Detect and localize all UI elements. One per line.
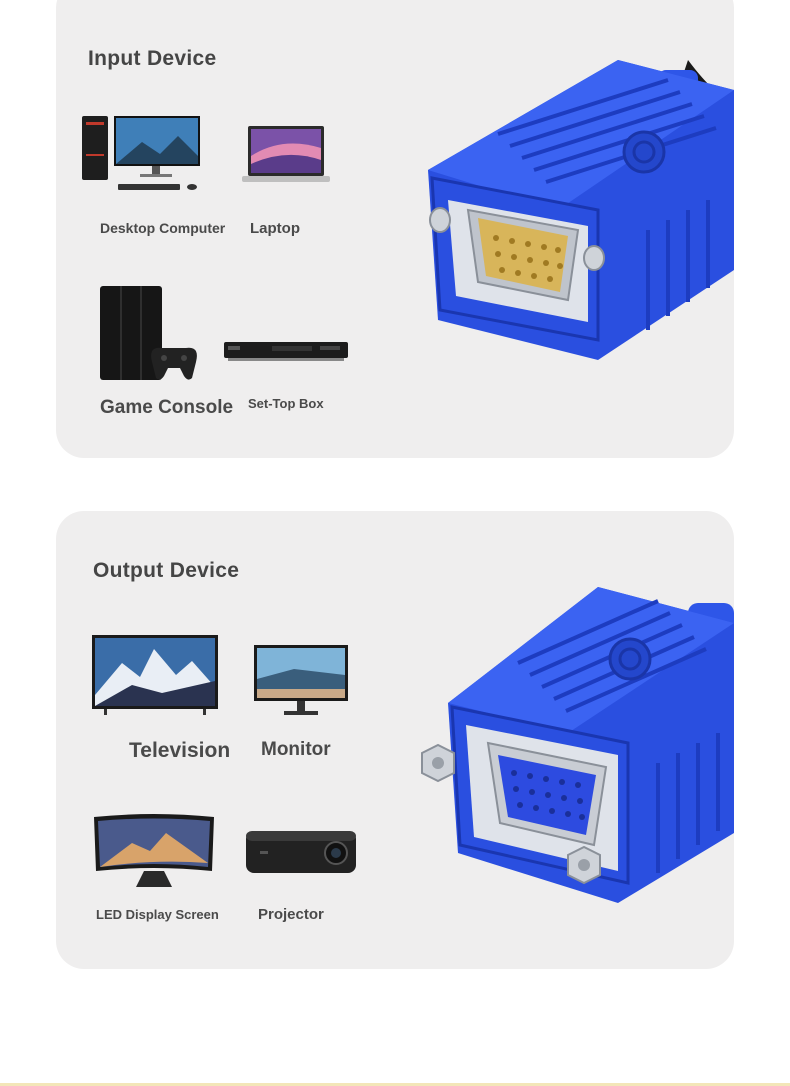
device-label-set-top-box: Set-Top Box [248,396,324,411]
device-label-television: Television [129,739,231,762]
device-label-monitor: Monitor [261,739,331,760]
output-panel-title: Output Device [93,559,240,582]
set-top-box-icon [224,340,348,362]
curved-display-icon [92,813,216,889]
television-icon [92,635,218,717]
projector-icon [246,829,356,875]
device-label-desktop-computer: Desktop Computer [100,220,226,236]
laptop-icon [242,126,330,188]
monitor-icon [254,645,348,719]
device-label-laptop: Laptop [250,220,300,237]
desktop-computer-icon [82,114,207,196]
input-device-panel: Input Device Desktop Computer [56,0,734,458]
output-device-panel: Output Device Television [56,511,734,969]
device-label-projector: Projector [258,906,324,923]
bottom-divider [0,1083,790,1086]
vga-female-connector-image [418,583,734,918]
vga-male-connector-image [418,60,734,375]
device-label-game-console: Game Console [100,397,234,418]
game-console-icon [100,286,200,382]
device-label-led-display-screen: LED Display Screen [96,907,219,922]
input-panel-title: Input Device [88,47,217,70]
